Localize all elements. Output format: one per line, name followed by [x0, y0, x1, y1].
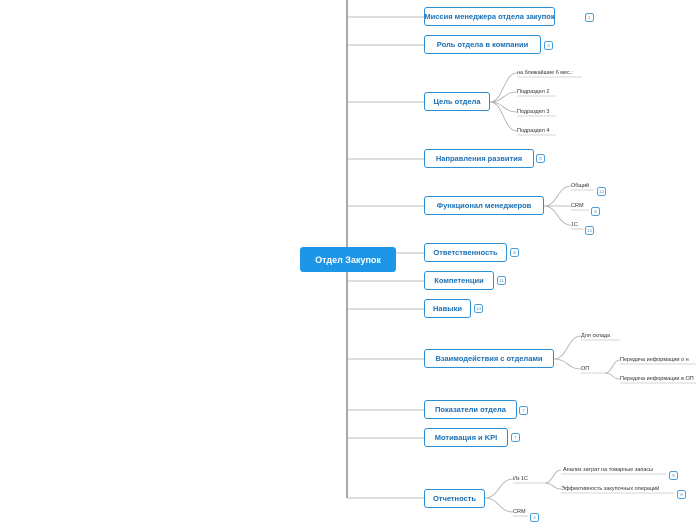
note-count-badge[interactable]: 5 [669, 471, 678, 480]
branch-interactions[interactable]: Взаимодействия с отделами [424, 349, 554, 368]
branch-functions[interactable]: Функционал менеджеров [424, 196, 544, 215]
note-count-badge[interactable]: 5 [510, 248, 519, 257]
note-count-badge[interactable]: 12 [585, 226, 595, 235]
root-node[interactable]: Отдел Закупок [300, 247, 396, 272]
branch-reporting[interactable]: Отчетность [424, 489, 485, 508]
reporting-subitem[interactable]: Эффективность закупочных операций [561, 486, 660, 492]
root-node-label: Отдел Закупок [315, 254, 381, 265]
child-connector [543, 205, 572, 226]
interaction-subitem[interactable]: Передача информации о н [620, 357, 689, 363]
note-count-badge[interactable]: 13 [597, 187, 607, 196]
branch-mission[interactable]: Миссия менеджера отдела закупок [424, 7, 555, 26]
child-connector [489, 72, 518, 103]
branch-role[interactable]: Роль отдела в компании [424, 35, 541, 54]
child-connector [544, 469, 562, 484]
branch-skills[interactable]: Навыки [424, 299, 471, 318]
child-connector [604, 359, 621, 374]
note-count-badge[interactable]: 7 [511, 433, 520, 442]
reporting-item[interactable]: CRM [513, 509, 526, 515]
note-count-badge[interactable]: 6 [536, 154, 545, 163]
goal-item[interactable]: Подраздел 4 [517, 128, 550, 134]
note-count-badge[interactable]: 4 [544, 41, 553, 50]
note-count-badge[interactable]: 7 [519, 406, 528, 415]
function-item[interactable]: CRM [571, 203, 584, 209]
interaction-subitem[interactable]: Передача информации в ОП [620, 376, 694, 382]
child-connector [544, 482, 562, 490]
child-connector [543, 185, 572, 207]
child-connector [604, 372, 621, 380]
child-connector [553, 335, 582, 360]
note-count-badge[interactable]: 1 [585, 13, 594, 22]
interaction-item[interactable]: ОП [581, 366, 590, 372]
branch-indicators[interactable]: Показатели отдела [424, 400, 517, 419]
branch-goal[interactable]: Цель отдела [424, 92, 490, 111]
branch-motivation[interactable]: Мотивация и KPI [424, 428, 508, 447]
function-item[interactable]: 1С [571, 222, 579, 228]
child-connector [489, 91, 518, 103]
branch-competencies[interactable]: Компетенции [424, 271, 494, 290]
note-count-badge[interactable]: 11 [497, 276, 506, 285]
note-count-badge[interactable]: 5 [591, 207, 600, 216]
function-item[interactable]: Общий [571, 183, 590, 189]
child-connector [553, 358, 582, 370]
note-count-badge[interactable]: 14 [474, 304, 484, 313]
note-count-badge[interactable]: 4 [530, 513, 539, 522]
branch-responsibility[interactable]: Ответственность [424, 243, 507, 262]
child-connector [489, 101, 518, 113]
child-connector [484, 497, 514, 513]
reporting-item[interactable]: Из 1С [513, 476, 529, 482]
goal-item[interactable]: Подраздел 3 [517, 109, 550, 115]
child-connector [484, 478, 514, 499]
branch-development[interactable]: Направления развития [424, 149, 534, 168]
interaction-item[interactable]: Для склада [581, 333, 611, 339]
reporting-subitem[interactable]: Анализ затрат на товарные запасы [563, 467, 654, 473]
goal-item[interactable]: Подраздел 2 [517, 89, 550, 95]
note-count-badge[interactable]: 9 [677, 490, 686, 499]
goal-item[interactable]: на ближайшие 6 мес.: [517, 70, 573, 76]
child-connector [489, 101, 518, 132]
